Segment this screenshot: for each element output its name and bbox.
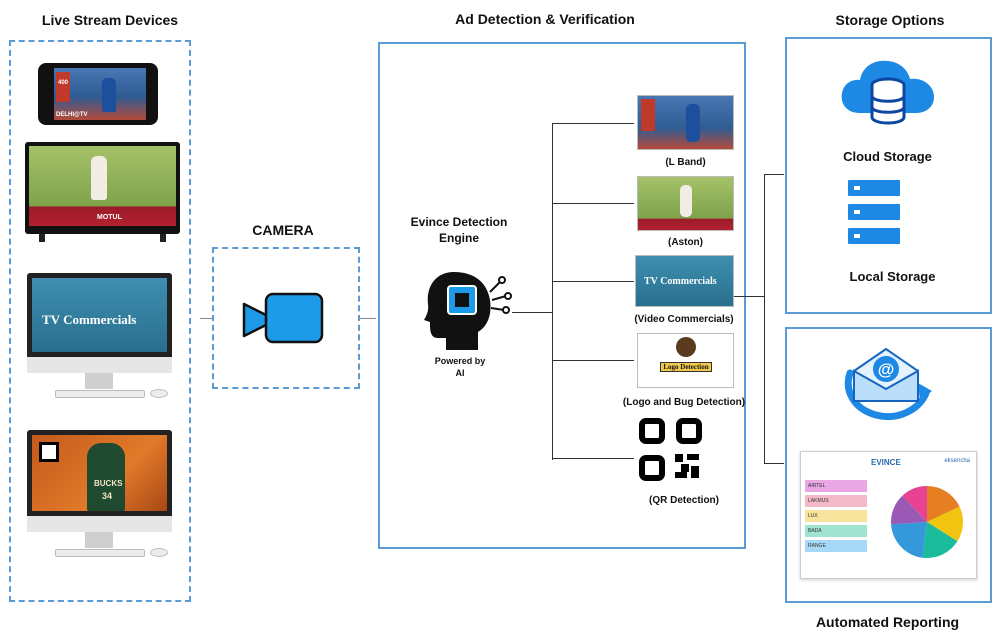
l-band-thumbnail: [637, 95, 734, 150]
monitor-neck: [85, 373, 113, 389]
l-band-player: [686, 104, 700, 142]
qr-code-icon: [637, 416, 704, 483]
mouse: [150, 389, 168, 398]
report-legend-item: RANGE: [805, 540, 867, 552]
tv-screen: MOTUL: [29, 146, 176, 226]
connector-vertical-bus: [552, 123, 553, 460]
mouse: [150, 548, 168, 557]
report-legend: AIRTEL LAKMUS LUX BADA RANGE: [805, 480, 867, 555]
connector-out-trunk: [734, 296, 764, 297]
phone-player: [102, 78, 116, 112]
monitor-chin: [27, 357, 172, 373]
report-legend-item: BADA: [805, 525, 867, 537]
powered-by-line2: AI: [455, 368, 465, 378]
output-label-qr-detection: (QR Detection): [649, 495, 719, 506]
engine-title-line2: Engine: [438, 231, 479, 245]
tv-stand-left: [39, 234, 45, 242]
report-preview: EVINCE eksencha AIRTEL LAKMUS LUX BADA RANGE: [800, 451, 977, 579]
server-stack-icon: [848, 180, 900, 244]
smartphone-device: 400 DELHI@TV: [38, 63, 158, 125]
aston-thumbnail: [637, 176, 734, 231]
live-stream-devices-panel: [9, 40, 191, 602]
aston-batsman: [680, 185, 692, 217]
phone-brand-text: DELHI@TV: [56, 112, 88, 118]
output-label-l-band: (L Band): [665, 157, 706, 168]
tv-batsman: [91, 156, 107, 200]
monitor-commercials-text: TV Commercials: [42, 312, 137, 327]
svg-text:@: @: [878, 360, 895, 379]
logo-detection-emblem: [676, 337, 696, 357]
monitor-neck: [85, 532, 113, 548]
report-pie-slice: [902, 486, 927, 522]
monitor-bezel: TV Commercials: [27, 273, 172, 373]
output-label-logo-detection: (Logo and Bug Detection): [622, 397, 746, 408]
logo-detection-thumbnail: Logo Detection: [637, 333, 734, 388]
monitor-jersey-number: 34: [102, 491, 113, 501]
report-pie-slice: [891, 522, 927, 558]
cloud-database-icon: [841, 60, 934, 125]
connector-out-vertical: [764, 174, 765, 464]
storage-options-heading: Storage Options: [835, 12, 945, 28]
powered-by-line1: Powered by: [434, 356, 486, 366]
connector-logo-detection: [552, 360, 634, 361]
report-brand: eksencha: [944, 458, 970, 464]
monitor-chin: [27, 516, 172, 532]
automated-reporting-heading: Automated Reporting: [815, 614, 960, 630]
camera-panel: [212, 247, 360, 389]
monitor-bezel: BUCKS 34: [27, 430, 172, 532]
connector-engine-trunk: [512, 312, 552, 313]
report-title: EVINCE: [871, 458, 901, 467]
imac-monitor-qr: BUCKS 34: [27, 430, 172, 560]
connector-qr-detection: [552, 458, 634, 459]
report-pie-slice: [927, 506, 963, 542]
monitor-qr-overlay: [39, 442, 59, 462]
television-device: MOTUL: [25, 142, 180, 242]
local-storage-label: Local Storage: [849, 269, 936, 284]
keyboard: [55, 390, 145, 398]
video-commercials-thumbnail: TV Commercials: [635, 255, 734, 307]
report-legend-item: AIRTEL: [805, 480, 867, 492]
phone-screen: 400 DELHI@TV: [54, 68, 146, 120]
ad-detection-heading: Ad Detection & Verification: [455, 11, 635, 27]
imac-monitor-commercials: TV Commercials: [27, 273, 172, 401]
logo-detection-text: Logo Detection: [660, 362, 712, 372]
output-label-aston: (Aston): [668, 237, 703, 248]
camera-icon: [242, 292, 324, 344]
report-pie-slice: [927, 486, 960, 522]
report-legend-item: LUX: [805, 510, 867, 522]
l-band-score-badge: [641, 99, 655, 131]
cloud-storage-label: Cloud Storage: [843, 149, 932, 164]
connector-aston: [552, 203, 634, 204]
keyboard: [55, 549, 145, 557]
phone-score-badge: 400: [56, 72, 70, 102]
engine-title-line1: Evince Detection: [410, 215, 508, 229]
report-pie-slice: [891, 495, 927, 525]
tv-banner-text: MOTUL: [97, 214, 122, 221]
automated-reporting-panel: [785, 327, 992, 603]
connector-devices-camera: [200, 318, 212, 319]
report-pie-slice: [922, 522, 958, 558]
ad-detection-panel: [378, 42, 746, 549]
monitor-screen: BUCKS 34: [32, 435, 167, 511]
connector-camera-engine: [360, 318, 376, 319]
email-envelope-icon: @: [844, 347, 932, 420]
monitor-screen: TV Commercials: [32, 278, 167, 352]
connector-video-commercials: [552, 281, 634, 282]
camera-heading: CAMERA: [252, 222, 314, 238]
storage-options-panel: [785, 37, 992, 314]
video-commercials-text: TV Commercials: [644, 276, 717, 287]
report-legend-item: LAKMUS: [805, 495, 867, 507]
live-stream-devices-heading: Live Stream Devices: [41, 12, 179, 28]
report-pie-chart: [891, 486, 963, 558]
ai-brain-head-icon: [424, 272, 512, 350]
output-label-video-commercials: (Video Commercials): [634, 314, 734, 325]
monitor-player: [87, 443, 125, 511]
connector-to-storage: [764, 174, 784, 175]
connector-to-reporting: [764, 463, 784, 464]
tv-stand-right: [160, 234, 166, 242]
monitor-jersey-text: BUCKS: [94, 479, 123, 488]
connector-l-band: [552, 123, 634, 124]
